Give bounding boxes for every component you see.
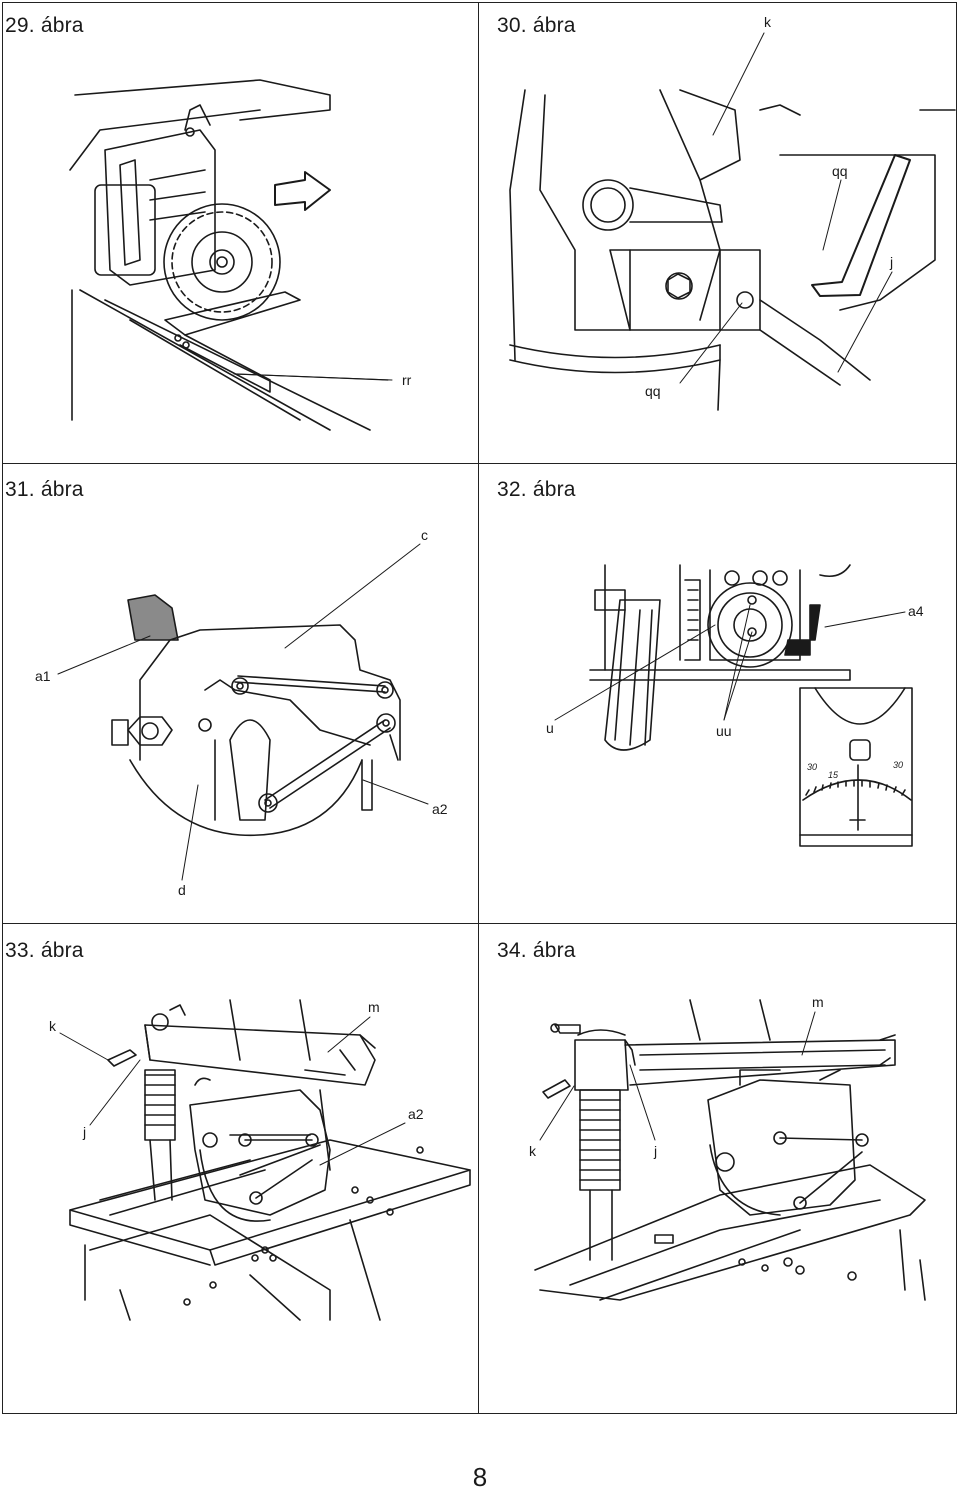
callout-j: j xyxy=(890,254,894,270)
figure-30-drawing xyxy=(509,89,956,411)
callout-uu: uu xyxy=(716,723,732,739)
grid-divider xyxy=(3,463,956,464)
callout-qq: qq xyxy=(645,383,661,399)
page-number: 8 xyxy=(472,1462,488,1492)
callout-rr: rr xyxy=(402,372,412,388)
callout-k: k xyxy=(529,1143,536,1159)
callout-d: d xyxy=(178,882,186,898)
callout-m: m xyxy=(812,994,824,1010)
callout-a4: a4 xyxy=(908,603,924,619)
scale-label-15: 15 xyxy=(828,770,839,780)
callout-qq: qq xyxy=(832,163,848,179)
figure-30-title: 30. ábra xyxy=(497,14,576,37)
figure-34-title: 34. ábra xyxy=(497,939,576,962)
figure-34-drawing xyxy=(534,999,926,1301)
callout-k: k xyxy=(49,1018,56,1034)
scale-label-30: 30 xyxy=(893,760,904,770)
callout-a1: a1 xyxy=(35,668,51,684)
scale-label-30: 30 xyxy=(807,762,818,772)
callout-k: k xyxy=(764,14,771,30)
figure-31-drawing xyxy=(111,594,401,837)
callout-leaders xyxy=(57,32,906,1166)
callout-u: u xyxy=(546,720,554,736)
figure-29-drawing xyxy=(69,79,389,431)
callout-m: m xyxy=(368,999,380,1015)
figure-33-title: 33. ábra xyxy=(5,939,84,962)
grid-divider xyxy=(478,3,479,1413)
figure-33-drawing xyxy=(69,999,471,1321)
callout-j: j xyxy=(654,1143,658,1159)
figure-31-title: 31. ábra xyxy=(5,478,84,501)
figure-grid xyxy=(2,2,957,1414)
figure-32-title: 32. ábra xyxy=(497,478,576,501)
callout-j: j xyxy=(83,1124,87,1140)
callout-a2: a2 xyxy=(432,801,448,817)
callout-c: c xyxy=(421,527,428,543)
figure-32-drawing xyxy=(589,564,913,847)
grid-divider xyxy=(3,923,956,924)
callout-a2: a2 xyxy=(408,1106,424,1122)
figure-29-title: 29. ábra xyxy=(5,14,84,37)
